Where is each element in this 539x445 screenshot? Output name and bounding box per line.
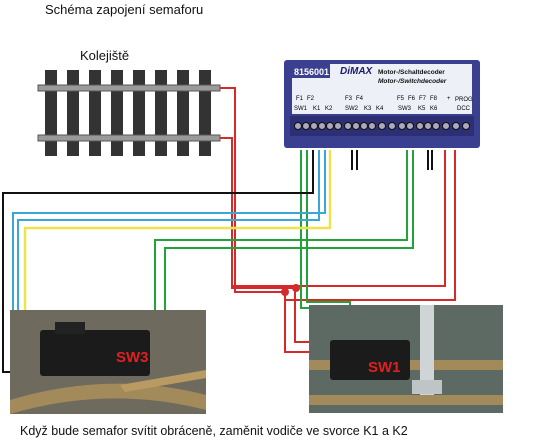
track-tie xyxy=(45,70,57,156)
terminal-screw xyxy=(398,122,406,130)
bottom-note: Když bude semafor svítit obráceně, zaměn… xyxy=(20,424,408,438)
terminal-label: K2 xyxy=(325,106,333,112)
track-tie xyxy=(177,70,189,156)
f-label: F1 xyxy=(296,96,304,102)
photo-rail xyxy=(120,370,206,392)
red-wire-bottom-rail xyxy=(220,137,320,343)
decoder-name-de: Motor-/Schaltdecoder xyxy=(378,69,445,76)
f-label: F6 xyxy=(408,96,416,102)
diagram-title: Schéma zapojení semaforu xyxy=(45,2,204,17)
track-tie xyxy=(133,70,145,156)
terminal-screw xyxy=(318,122,326,130)
terminal-label: K3 xyxy=(364,106,372,112)
signal-base xyxy=(412,380,442,394)
f-label: F5 xyxy=(397,96,405,102)
switch-sw3-label: SW3 xyxy=(116,349,149,366)
red-wire-prog xyxy=(232,150,446,287)
track-label: Kolejiště xyxy=(80,48,130,63)
terminal-screw xyxy=(344,122,352,130)
track-tie xyxy=(155,70,167,156)
decoder-brand: DiMAX xyxy=(340,66,374,77)
terminal-label: K1 xyxy=(313,106,321,112)
terminal-label: K4 xyxy=(376,106,384,112)
terminal-label: K5 xyxy=(418,106,426,112)
f-label: F4 xyxy=(356,96,364,102)
decoder-name-en: Motor-/Switchdecoder xyxy=(378,78,447,85)
terminal-screw xyxy=(378,122,386,130)
dcc-label: DCC xyxy=(457,106,471,112)
switch-sw1-photo: SW1 xyxy=(309,305,503,413)
switch-sw3-photo: SW3 xyxy=(10,310,206,414)
switch-motor-body xyxy=(40,330,150,376)
terminal-screw xyxy=(462,122,470,130)
terminal-label: SW3 xyxy=(398,106,412,112)
terminal-screw xyxy=(388,122,396,130)
switch-motor-tab xyxy=(55,322,85,334)
terminal-screw xyxy=(294,122,302,130)
terminal-screw xyxy=(310,122,318,130)
green-wire-sw3-a xyxy=(154,150,408,350)
terminal-label: SW1 xyxy=(294,106,308,112)
green-wire-sw3-b xyxy=(164,150,414,350)
terminal-screw xyxy=(432,122,440,130)
terminal-screw xyxy=(416,122,424,130)
prog-label: PROG xyxy=(455,97,473,103)
photo-rail xyxy=(10,383,206,414)
decoder-part-badge xyxy=(292,64,330,78)
terminal-screw xyxy=(424,122,432,130)
terminal-screw xyxy=(302,122,310,130)
decoder: 8156001 DiMAX Motor-/Schaltdecoder Motor… xyxy=(284,60,480,148)
red-wire-sw1 xyxy=(284,300,320,353)
f-label: F2 xyxy=(307,96,315,102)
decoder-part-number: 8156001 xyxy=(294,67,329,77)
track-tie xyxy=(67,70,79,156)
junction-dot xyxy=(292,284,300,292)
terminal-label: SW2 xyxy=(345,106,359,112)
track-rail-top xyxy=(37,84,221,92)
terminal-screw xyxy=(326,122,334,130)
track-section xyxy=(37,70,221,156)
terminal-screw xyxy=(360,122,368,130)
plus-label: + xyxy=(447,96,451,102)
track-tie xyxy=(89,70,101,156)
f-label: F3 xyxy=(345,96,353,102)
terminal-screw xyxy=(352,122,360,130)
photo-rail xyxy=(309,395,503,405)
terminal-screw xyxy=(406,122,414,130)
signal-mast xyxy=(420,305,434,395)
f-label: F7 xyxy=(419,96,427,102)
track-tie xyxy=(199,70,211,156)
switch-sw1-label: SW1 xyxy=(368,359,401,376)
junction-dot xyxy=(281,288,289,296)
terminal-screw xyxy=(442,122,450,130)
f-label: F8 xyxy=(430,96,438,102)
track-rail-bottom xyxy=(37,134,221,142)
track-tie xyxy=(111,70,123,156)
terminal-screw xyxy=(368,122,376,130)
switch-motor-body xyxy=(330,340,410,380)
terminal-screw xyxy=(334,122,342,130)
terminal-label: K6 xyxy=(430,106,438,112)
terminal-screw xyxy=(452,122,460,130)
